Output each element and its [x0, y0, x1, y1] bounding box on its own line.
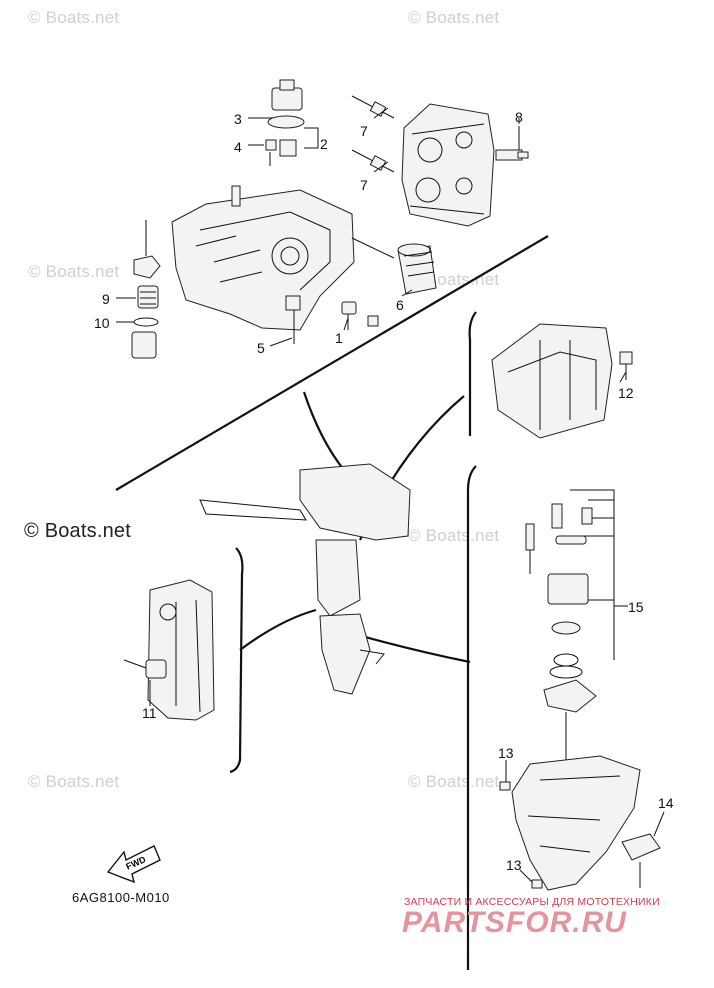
callout-9: 9: [102, 291, 110, 307]
watermark-lower-right: © Boats.net: [408, 772, 500, 791]
callout-4: 4: [234, 139, 242, 155]
callout-12: 12: [618, 385, 634, 401]
cylinder-block: [171, 185, 355, 344]
callout-15: 15: [628, 599, 644, 615]
anode-pair: [351, 95, 395, 173]
strainer-group: [131, 220, 161, 359]
fwd-arrow-icon: FWD: [106, 845, 161, 884]
callout-13a: 13: [498, 745, 514, 761]
watermark-lower-left: © Boats.net: [28, 772, 120, 791]
brand-tagline: ЗАПЧАСТИ И АКСЕССУАРЫ ДЛЯ МОТОТЕХНИКИ: [404, 896, 660, 908]
water-pump-kit: [525, 489, 615, 760]
watermark-main: © Boats.net: [24, 520, 131, 542]
callout-10: 10: [94, 315, 110, 331]
callout-3: 3: [234, 111, 242, 127]
watermark-top-left: © Boats.net: [28, 8, 120, 27]
callout-leaders: [116, 107, 665, 883]
callout-13b: 13: [506, 857, 522, 873]
upper-casing: [491, 323, 633, 439]
divider-upper: [115, 235, 549, 491]
divider-right-top: [468, 311, 477, 436]
outboard-silhouette: [199, 463, 411, 695]
callout-8: 8: [515, 109, 523, 125]
thermostat-group: [265, 79, 305, 166]
leader-bracket: [239, 608, 317, 651]
bracket-assembly: [123, 579, 215, 721]
oil-filter: [351, 237, 437, 295]
watermark-center-right: © Boats.net: [408, 526, 500, 545]
lower-unit: [499, 755, 661, 891]
divider-right-bottom: [466, 465, 477, 970]
callout-7b: 7: [360, 177, 368, 193]
callout-11: 11: [142, 705, 157, 721]
callout-1: 1: [335, 330, 343, 346]
leader-powerhead: [302, 391, 345, 471]
cylinder-head: [401, 103, 495, 227]
callout-6: 6: [396, 297, 404, 313]
watermark-mid-left: © Boats.net: [28, 262, 120, 281]
diagram-code: 6AG8100-M010: [72, 890, 170, 905]
watermark-top-right: © Boats.net: [408, 8, 500, 27]
spark-plug: [495, 126, 529, 161]
callout-14: 14: [658, 795, 674, 811]
callout-5: 5: [257, 340, 265, 356]
callout-2: 2: [320, 136, 328, 152]
brand-logo: PARTSFOR.RU: [402, 906, 627, 939]
fitting-part-1: [341, 301, 379, 330]
callout-7a: 7: [360, 123, 368, 139]
divider-left: [229, 547, 244, 774]
